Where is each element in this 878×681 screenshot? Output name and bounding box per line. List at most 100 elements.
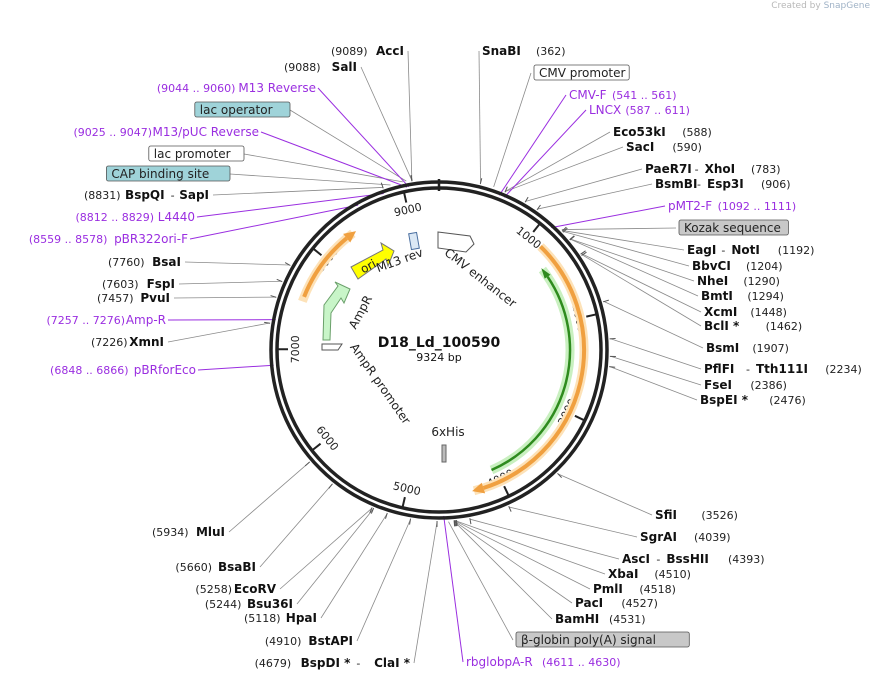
enzyme-dash: - — [721, 244, 725, 257]
cut-site — [410, 175, 413, 182]
enzyme-pos-saci: (590) — [672, 141, 702, 154]
enzyme-sali: SalI — [332, 60, 357, 74]
feature-box-cmv-promoter: CMV promoter — [533, 64, 630, 81]
leader-line — [503, 109, 587, 198]
leader-line — [561, 227, 677, 230]
feature-ori — [350, 241, 395, 280]
enzyme-bsai: BsaI — [152, 255, 181, 269]
enzyme-pos-hpai: (5118) — [244, 612, 281, 625]
enzyme-bmti: BmtI — [701, 289, 733, 303]
leader-line — [196, 192, 384, 218]
feature-box--globin-poly-a-signal-box — [515, 631, 690, 648]
enzyme-dash: - — [695, 163, 699, 176]
cut-site — [453, 520, 456, 527]
cut-site — [561, 226, 567, 232]
enzyme-pos-bsabi: (5660) — [175, 561, 212, 574]
feature-ampr-promoter — [321, 343, 343, 351]
enzyme-ecorv: EcoRV — [234, 582, 277, 596]
cut-site — [270, 295, 277, 298]
tick-label: 1000 — [514, 224, 544, 252]
leader-line — [413, 521, 438, 664]
enzyme-pos-sfii: (3526) — [701, 509, 738, 522]
feature-box-cap-binding-site: CAP binding site — [106, 165, 231, 182]
enzyme-pos-bspqi: (8831) — [84, 189, 121, 202]
enzyme-pos-pflfi: (2234) — [825, 363, 862, 376]
cut-site — [580, 250, 586, 255]
leader-line — [189, 204, 359, 240]
enzyme-acci: AccI — [376, 44, 404, 58]
feature-green-cds — [491, 276, 572, 472]
cut-site — [562, 227, 568, 233]
feature-box-lac-promoter: lac promoter — [148, 145, 245, 162]
enzyme-pos-ecorv: (5258) — [195, 583, 232, 596]
primer-pos-pbrforeco: (6848 .. 6866) — [50, 364, 129, 377]
feature-orange-left-head — [343, 231, 357, 243]
enzyme-pos-pvui: (7457) — [97, 292, 134, 305]
enzyme-nhei: NheI — [697, 274, 728, 288]
enzyme-pos-eco53ki: (588) — [682, 126, 712, 139]
enzyme-fsei: FseI — [704, 378, 732, 392]
cut-site — [469, 518, 472, 525]
enzyme-pos-xmni: (7226) — [91, 336, 128, 349]
tick-mark — [503, 485, 510, 497]
cut-site — [504, 186, 508, 193]
tick-mark — [586, 313, 598, 318]
enzyme-pos-asci: (4393) — [728, 553, 765, 566]
feature-orange-left — [302, 236, 348, 298]
enzyme-bspdi: BspDI * — [301, 656, 351, 670]
primer-pos-lncx: (587 .. 611) — [625, 104, 690, 117]
enzyme-pos-bsai: (7760) — [108, 256, 145, 269]
enzyme-dash: - — [746, 363, 750, 376]
cut-site — [508, 505, 512, 512]
enzyme-bspqi-alt: SapI — [179, 188, 209, 202]
leader-line — [229, 173, 391, 186]
label-leader-lines — [167, 50, 704, 664]
enzyme-pos-paer7i: (783) — [751, 163, 781, 176]
leader-line — [360, 66, 413, 181]
leader-line — [260, 131, 408, 188]
primer-pos-pmt2-f: (1092 .. 1111) — [718, 200, 797, 213]
enzyme-pos-sali: (9088) — [284, 61, 321, 74]
cut-site — [557, 472, 563, 478]
primer-leader-lines — [167, 87, 666, 663]
plasmid-length: 9324 bp — [416, 351, 461, 364]
primer-l4440: L4440 — [158, 210, 195, 224]
primer-lncx: LNCX — [589, 103, 621, 117]
leader-line — [184, 261, 290, 266]
enzyme-snabi: SnaBI — [482, 44, 521, 58]
leader-line — [228, 462, 310, 533]
feature-label-ori: ori — [358, 257, 378, 277]
feature-6xhis — [441, 444, 447, 463]
leader-line — [173, 296, 276, 299]
tick-mark — [312, 247, 323, 256]
tick-label: 9000 — [393, 201, 423, 220]
tick-label: 7000 — [289, 335, 302, 363]
enzyme-bspqi: BspQI — [125, 188, 165, 202]
primer-m13-puc-reverse: M13/pUC Reverse — [153, 125, 260, 139]
primer-m13-reverse: M13 Reverse — [238, 81, 316, 95]
primer-pos-rbglobpa-r: (4611 .. 4630) — [542, 656, 621, 669]
enzyme-pos-bspdi: (4679) — [255, 657, 292, 670]
enzyme-bspei: BspEI * — [700, 393, 749, 407]
feature-box--globin-poly-a-signal: β-globin poly(A) signal — [515, 631, 690, 648]
enzyme-pos-paci: (4527) — [621, 597, 658, 610]
enzyme-pos-pmli: (4518) — [639, 583, 676, 596]
leader-line — [443, 515, 464, 663]
leader-line — [570, 238, 695, 282]
cut-site — [370, 507, 375, 514]
cut-site — [569, 235, 575, 241]
primer-amp-r: Amp-R — [126, 313, 166, 327]
leader-line — [469, 518, 620, 560]
leader-line — [537, 183, 653, 210]
leader-line — [610, 366, 698, 401]
feature-label-ampr: AmpR — [346, 293, 375, 331]
enzyme-sfii: SfiI — [655, 508, 677, 522]
enzyme-dash: - — [697, 178, 701, 191]
enzyme-bsmbi: BsmBI — [655, 177, 697, 191]
cut-site — [536, 204, 541, 211]
leader-line — [289, 109, 407, 182]
enzyme-paer7i: PaeR7I — [645, 162, 692, 176]
enzyme-pvui: PvuI — [140, 291, 170, 305]
cut-site — [304, 461, 311, 467]
